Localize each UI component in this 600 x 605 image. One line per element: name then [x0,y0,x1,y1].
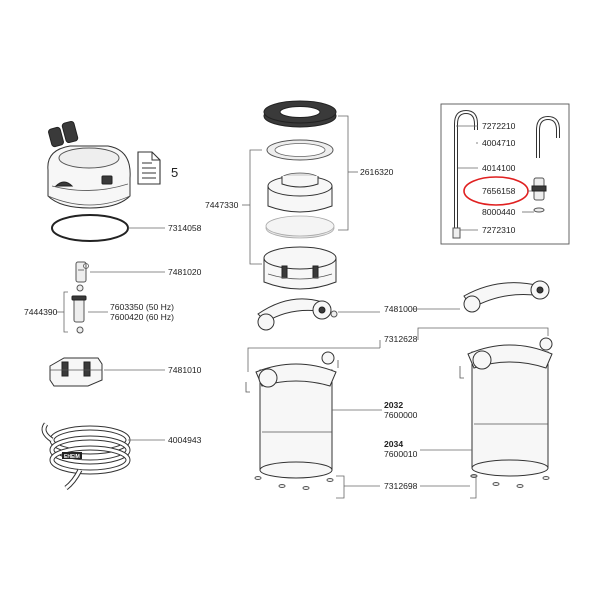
filter-head [47,120,131,209]
label-adapter-60: 7600420 (60 Hz) [110,312,174,322]
feet-center [254,476,334,490]
canister-2032 [245,351,339,479]
adapter-part [71,295,87,323]
label-model-b-code: 7600010 [384,449,418,459]
label-model-b: 2034 [384,439,403,449]
valve-top-part [75,261,89,283]
handle-part [257,298,338,331]
adapter-washer [76,326,84,334]
lid-gasket [51,214,129,242]
label-holder: 4014100 [482,163,516,173]
label-handle: 7481000 [384,304,418,314]
canister-2034 [459,337,553,477]
label-gasket-lid: 7314058 [168,223,202,233]
label-intake-strainer: 7272310 [482,225,516,235]
label-adapter-group: 7444390 [24,307,58,317]
label-basket-set: 7447330 [205,200,239,210]
handle-part-right [463,280,550,313]
label-adapter-50: 7603350 (50 Hz) [110,302,174,312]
label-outlet-bend: 4004710 [482,138,516,148]
feet-right [470,474,550,488]
page-count: 5 [171,165,178,180]
label-media-set: 2616320 [360,167,394,177]
hose-brand: EHEIM [64,454,80,460]
label-inlet-pipe: 7272210 [482,121,516,131]
valve-washer [76,284,84,292]
document-icon [137,151,161,185]
media-ring-light [266,139,334,161]
label-clip: 7481010 [168,365,202,375]
inlet-pipe [452,109,478,239]
label-oring: 8000440 [482,207,516,217]
hose-coil [41,422,131,490]
label-model-a: 2032 [384,400,403,410]
label-clip-latch: 7312628 [384,334,418,344]
label-tap-highlighted: 7656158 [482,186,516,196]
label-feet: 7312698 [384,481,418,491]
accessory-box [440,103,570,245]
label-valve-top: 7481020 [168,267,202,277]
media-ring-dark [263,100,337,128]
filter-basket-upper [267,172,333,213]
label-hose: 4004943 [168,435,202,445]
clip-part [49,357,103,387]
outlet-bend [536,115,560,158]
tap-valve [531,177,547,213]
label-model-a-code: 7600000 [384,410,418,420]
filter-basket-lower [263,246,337,290]
filter-pad [265,215,335,239]
